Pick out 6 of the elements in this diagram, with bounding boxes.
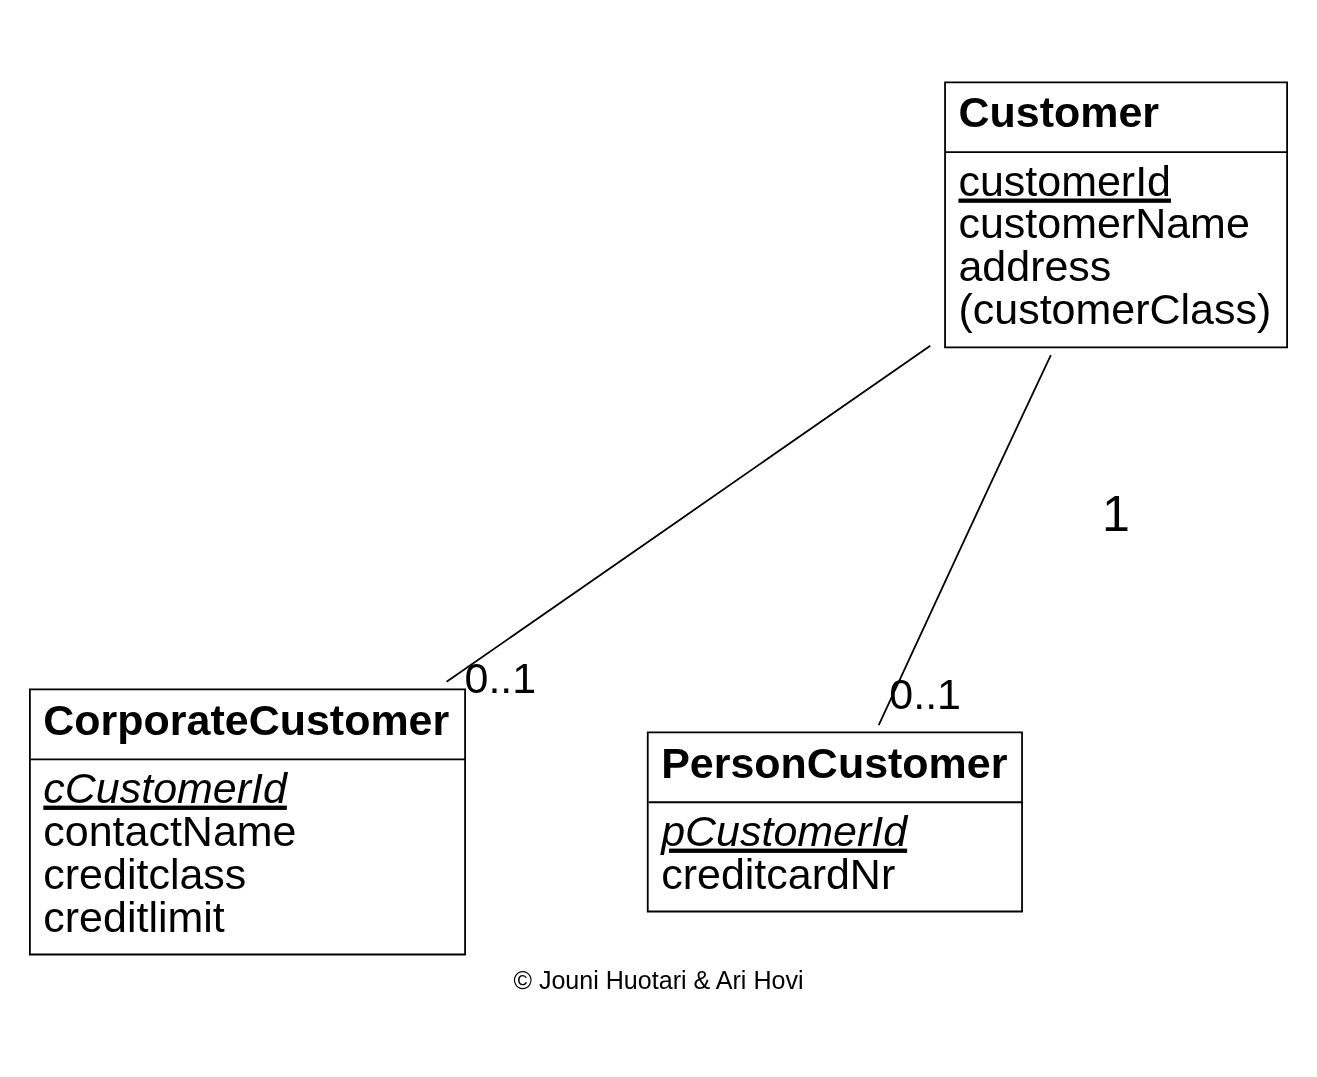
edge-label: 0..1: [889, 669, 961, 718]
connector: [445, 344, 932, 683]
edge-label: 0..1: [464, 653, 537, 702]
caption: © Jouni Huotari & Ari Hovi: [513, 965, 804, 994]
label: 1: [1102, 485, 1131, 542]
connector: [877, 353, 1052, 726]
